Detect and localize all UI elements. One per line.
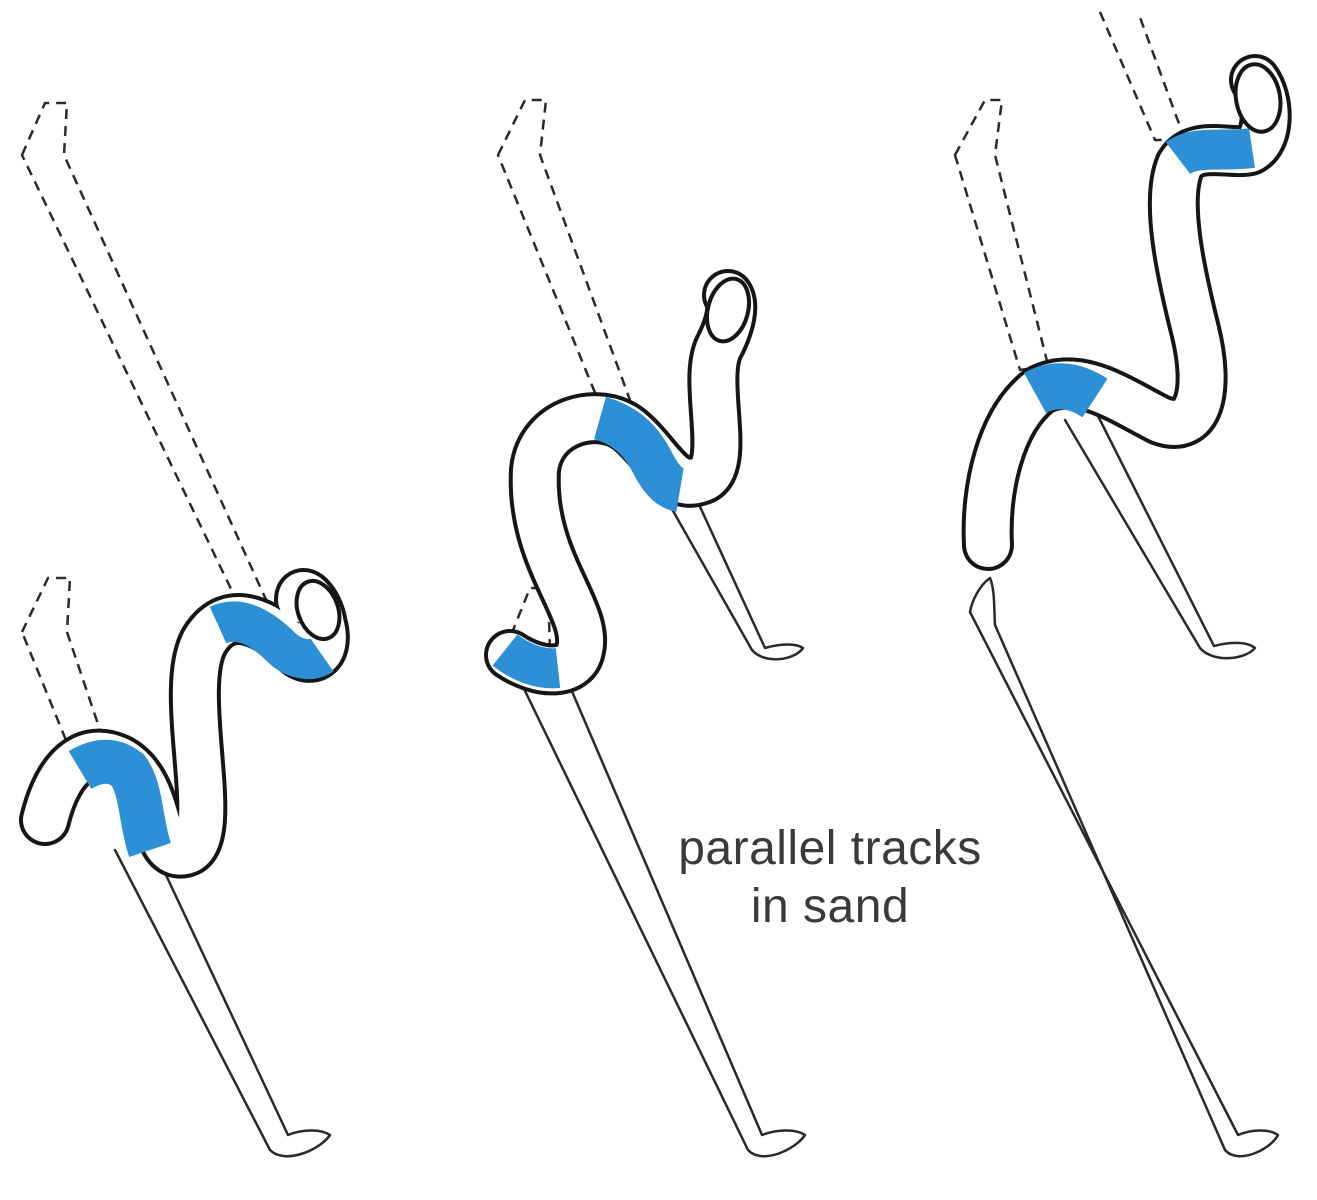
panel-2 [484,98,807,1158]
panel-3 [953,11,1292,1158]
panel-2-snake [484,269,758,696]
panel-2-contact-patch-mid [593,396,686,512]
panel-2-snake-head [704,276,752,344]
panel-3-lower-solid-track [968,576,1280,1158]
panel-3-snake-head [1233,62,1283,134]
panel-1-solid-track [113,848,332,1158]
panel-3-upper-solid-track [1063,408,1257,660]
panel-1-lower-dashed-track [20,576,107,757]
panel-3-upper-dashed-track [953,98,1050,372]
caption: parallel tracks in sand [600,820,1060,936]
panel-3-snake [961,54,1292,571]
panel-2-upper-solid-track [658,483,805,661]
panel-1 [19,101,350,1158]
panel-1-upper-dashed-track [20,101,275,620]
panel-1-contact-patch-head [209,601,334,679]
panel-1-snake [19,568,350,879]
panel-3-top-dashed-track [1098,11,1187,142]
panel-2-lower-solid-track [508,658,807,1158]
caption-line-2: in sand [750,880,910,933]
panel-3-contact-patch-head [1165,128,1255,176]
panel-3-contact-patch-mid [1023,363,1108,418]
caption-line-1: parallel tracks [678,822,982,875]
panel-1-contact-patch-tail [68,739,172,857]
panel-1-snake-head [294,578,342,642]
panel-2-contact-patch-tail [492,633,561,689]
panel-2-upper-dashed-track [496,98,632,407]
